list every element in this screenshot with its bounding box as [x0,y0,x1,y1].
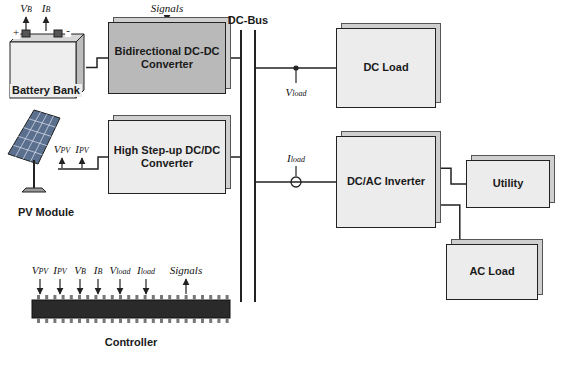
wire [88,157,108,169]
utility-box: Utility [466,160,550,208]
wire [256,181,336,183]
node-label: DC Load [363,61,408,74]
load-box: AC Load [446,244,538,300]
converter-box: High Step-up DC/DC Converter [108,120,226,194]
signal-name: VPV [53,143,72,157]
signal-name: IB [93,264,104,278]
wire [226,156,240,158]
signal-name: IB [41,2,52,16]
node-label: DC/AC Inverter [347,175,425,188]
wire [86,58,108,68]
signal-name: Vload [109,264,132,278]
load-box: DC Load [336,28,436,108]
terminal-label: Signals [150,2,184,15]
pv-picture [4,104,88,222]
wire [256,67,336,69]
signal-name: VB [19,2,33,16]
terminal-label: - [65,24,71,37]
controller-chip: Controller [24,282,238,352]
wire [436,168,466,184]
pv-module: PV Module [4,104,88,222]
converter-box: Bidirectional DC-DC Converter [108,22,226,94]
terminal-label: + [11,26,20,39]
signal-name: VB [73,264,87,278]
bus-label: DC-Bus [228,14,268,27]
node-label: Utility [493,177,524,190]
node-label: AC Load [469,265,514,278]
signal-name: Vload [285,86,308,100]
signal-name: Iload [286,152,306,166]
wire [226,57,240,59]
dc-bus: DC-Bus [240,30,256,302]
node-label: PV Module [18,206,74,219]
signal-name: Iload [136,264,156,278]
node-label: Controller [105,336,158,349]
signal-name: VPV [31,264,50,278]
wire [436,205,460,244]
signal-name: IPV [52,264,67,278]
node-label: High Step-up DC/DC Converter [113,144,221,170]
node-label: Battery Bank [10,84,82,97]
signal-name: IPV [74,143,89,157]
terminal-label: Signals [169,264,203,277]
inverter-box: DC/AC Inverter [336,136,436,228]
node-label: Bidirectional DC-DC Converter [113,45,221,71]
